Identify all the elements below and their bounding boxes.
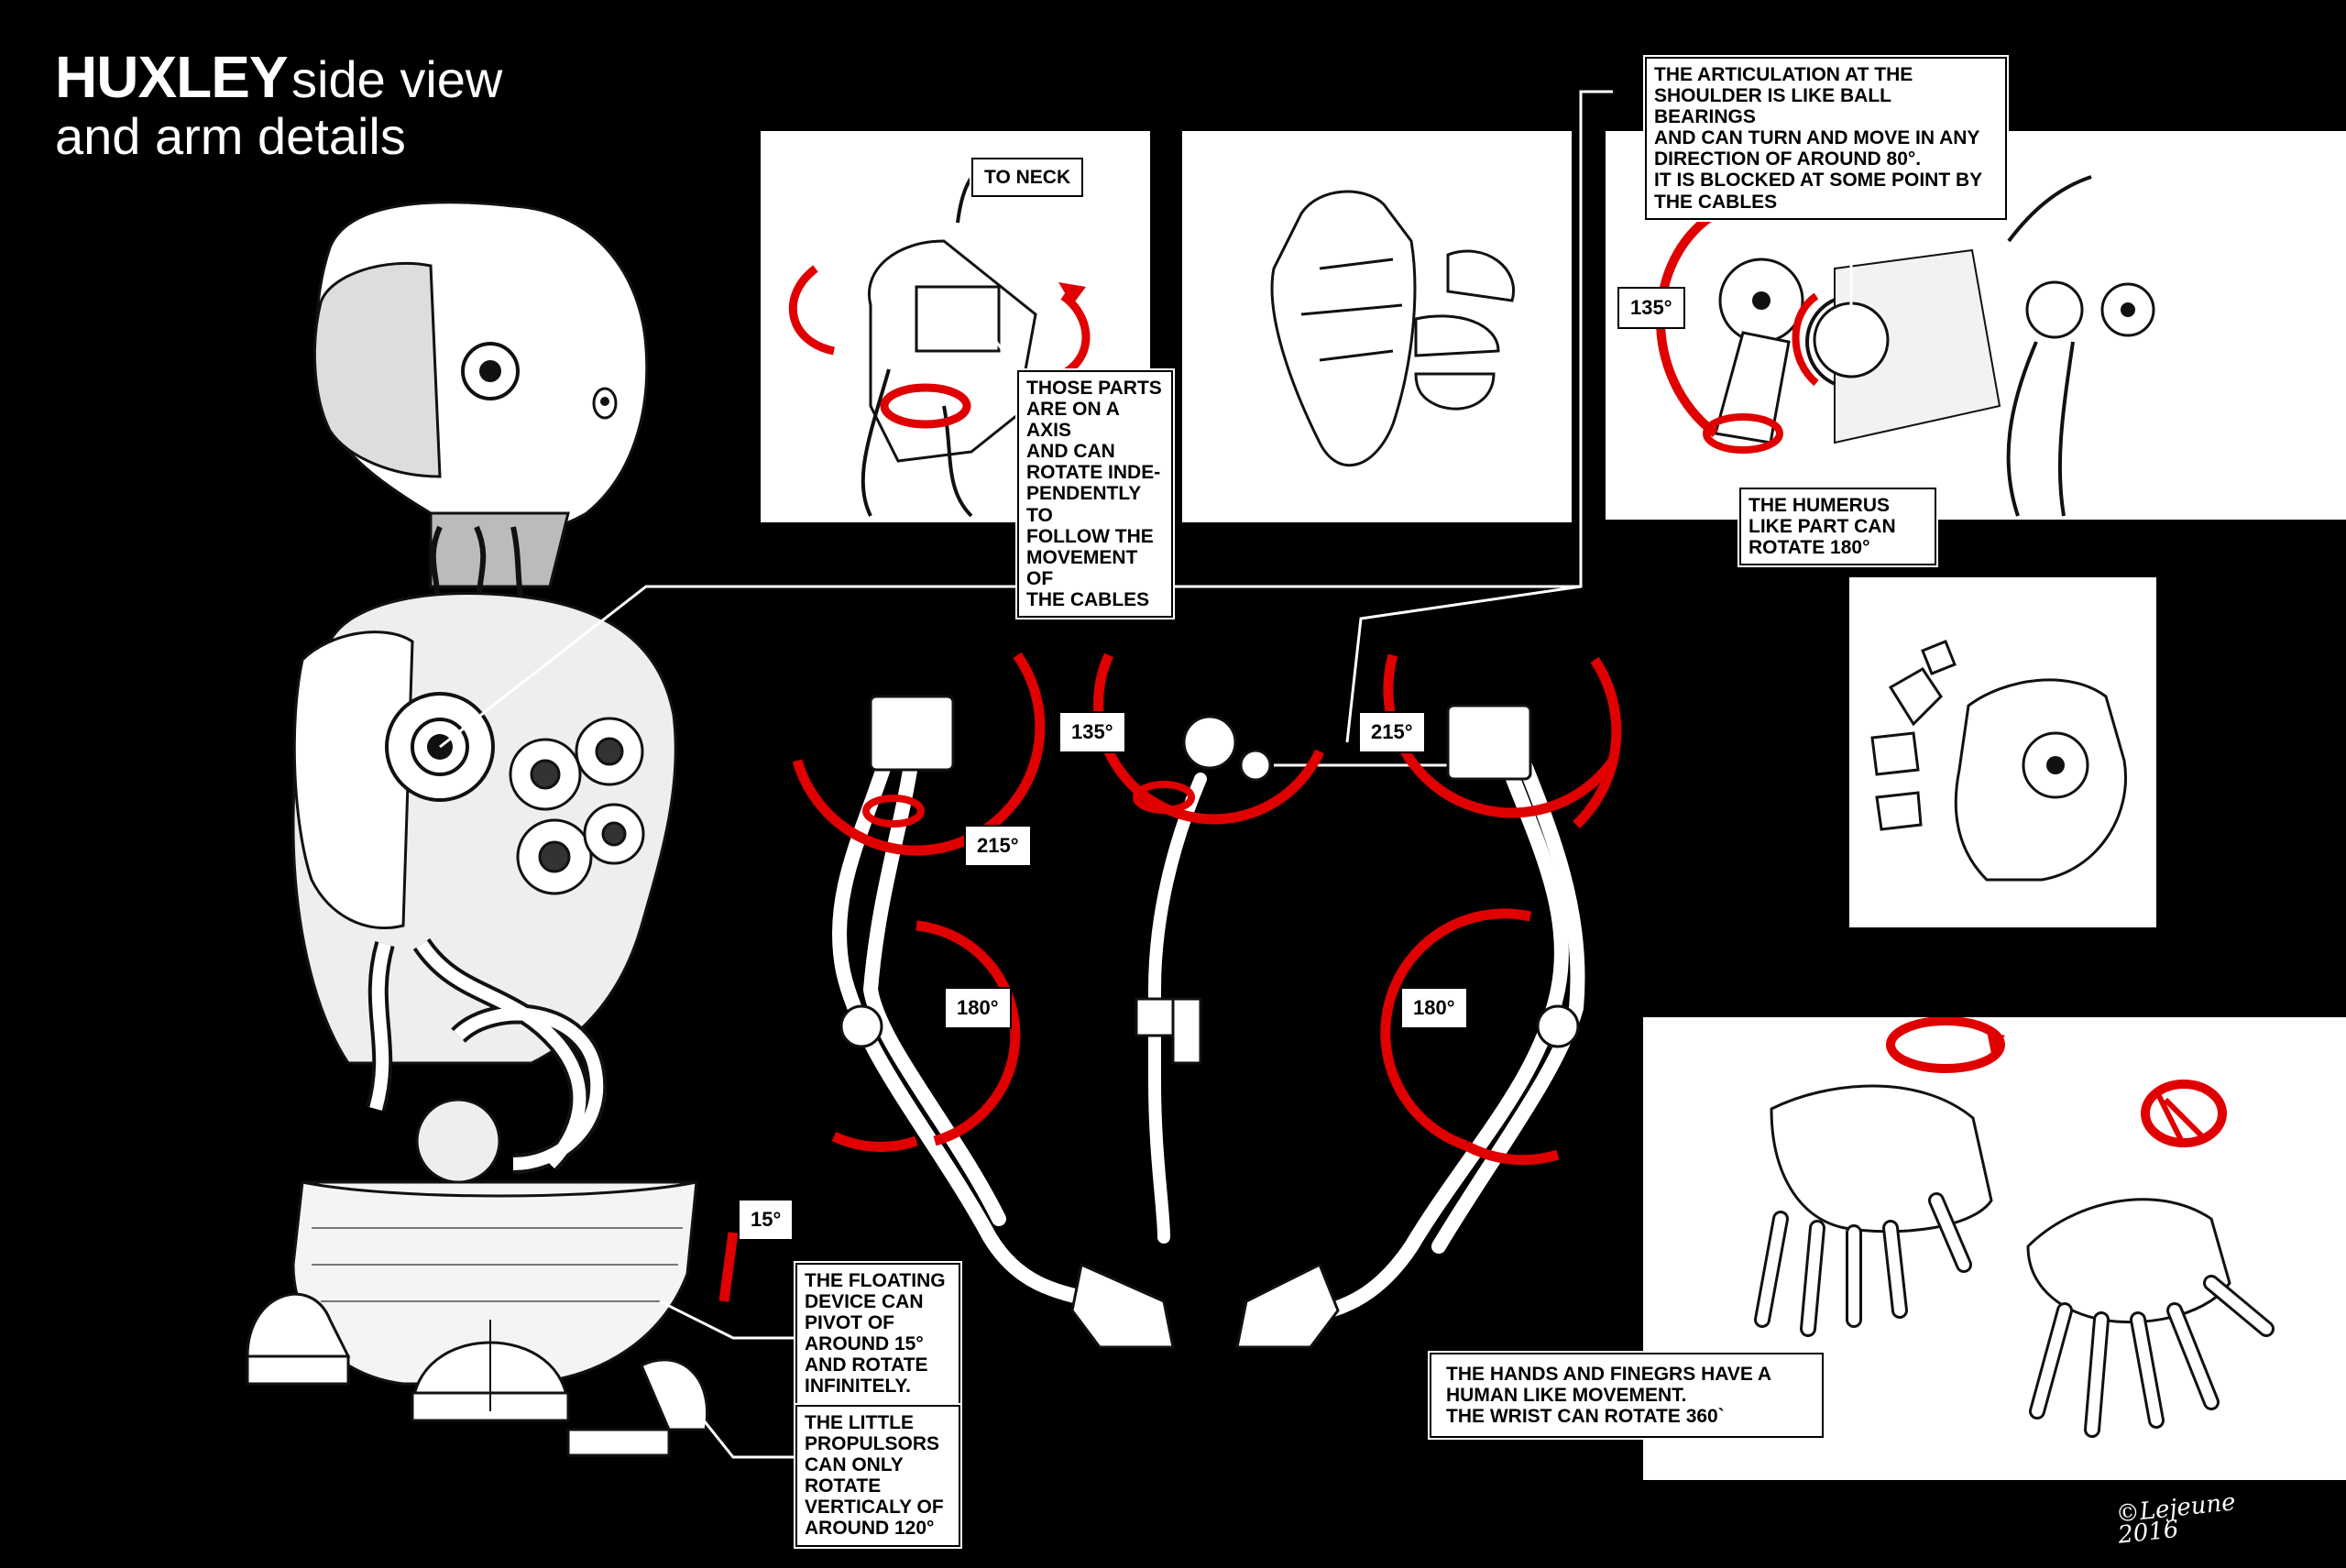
label-shoulder-articulation: THE ARTICULATION AT THE SHOULDER IS LIKE… [1645, 57, 2007, 220]
panel-shoulder-ball [1606, 131, 2346, 520]
artist-signature: ©Lejeune 2016 [2114, 1488, 2237, 1551]
panel-gear-plate [1849, 577, 2156, 927]
label-floating-device: THE FLOATING DEVICE CAN PIVOT OF AROUND … [795, 1263, 960, 1405]
angle-tag-215-right: 215° [1358, 711, 1426, 753]
label-humerus: THE HUMERUS LIKE PART CAN ROTATE 180° [1739, 488, 1936, 566]
angle-tag-135-panel: 135° [1617, 287, 1685, 329]
angle-tag-180-right: 180° [1400, 987, 1468, 1029]
angle-tag-180-left: 180° [944, 987, 1012, 1029]
panel-shoulder-plates [1182, 131, 1572, 522]
angle-tag-15: 15° [738, 1199, 795, 1241]
panel-hands [1643, 1017, 2346, 1480]
label-propulsors: THE LITTLE PROPULSORS CAN ONLY ROTATE VE… [795, 1405, 960, 1547]
label-hands: THE HANDS AND FINEGRS HAVE A HUMAN LIKE … [1430, 1353, 1824, 1439]
label-axis-parts: THOSE PARTS ARE ON A AXIS AND CAN ROTATE… [1017, 370, 1173, 619]
title-line2: and arm details [55, 107, 406, 166]
angle-tag-215-left: 215° [964, 825, 1032, 867]
page-title: HUXLEY side view and arm details [55, 44, 503, 166]
title-main: HUXLEY [55, 44, 289, 110]
title-rest: side view [291, 50, 503, 108]
label-to-neck: TO NECK [971, 158, 1084, 198]
angle-tag-135-middle: 135° [1058, 711, 1126, 753]
